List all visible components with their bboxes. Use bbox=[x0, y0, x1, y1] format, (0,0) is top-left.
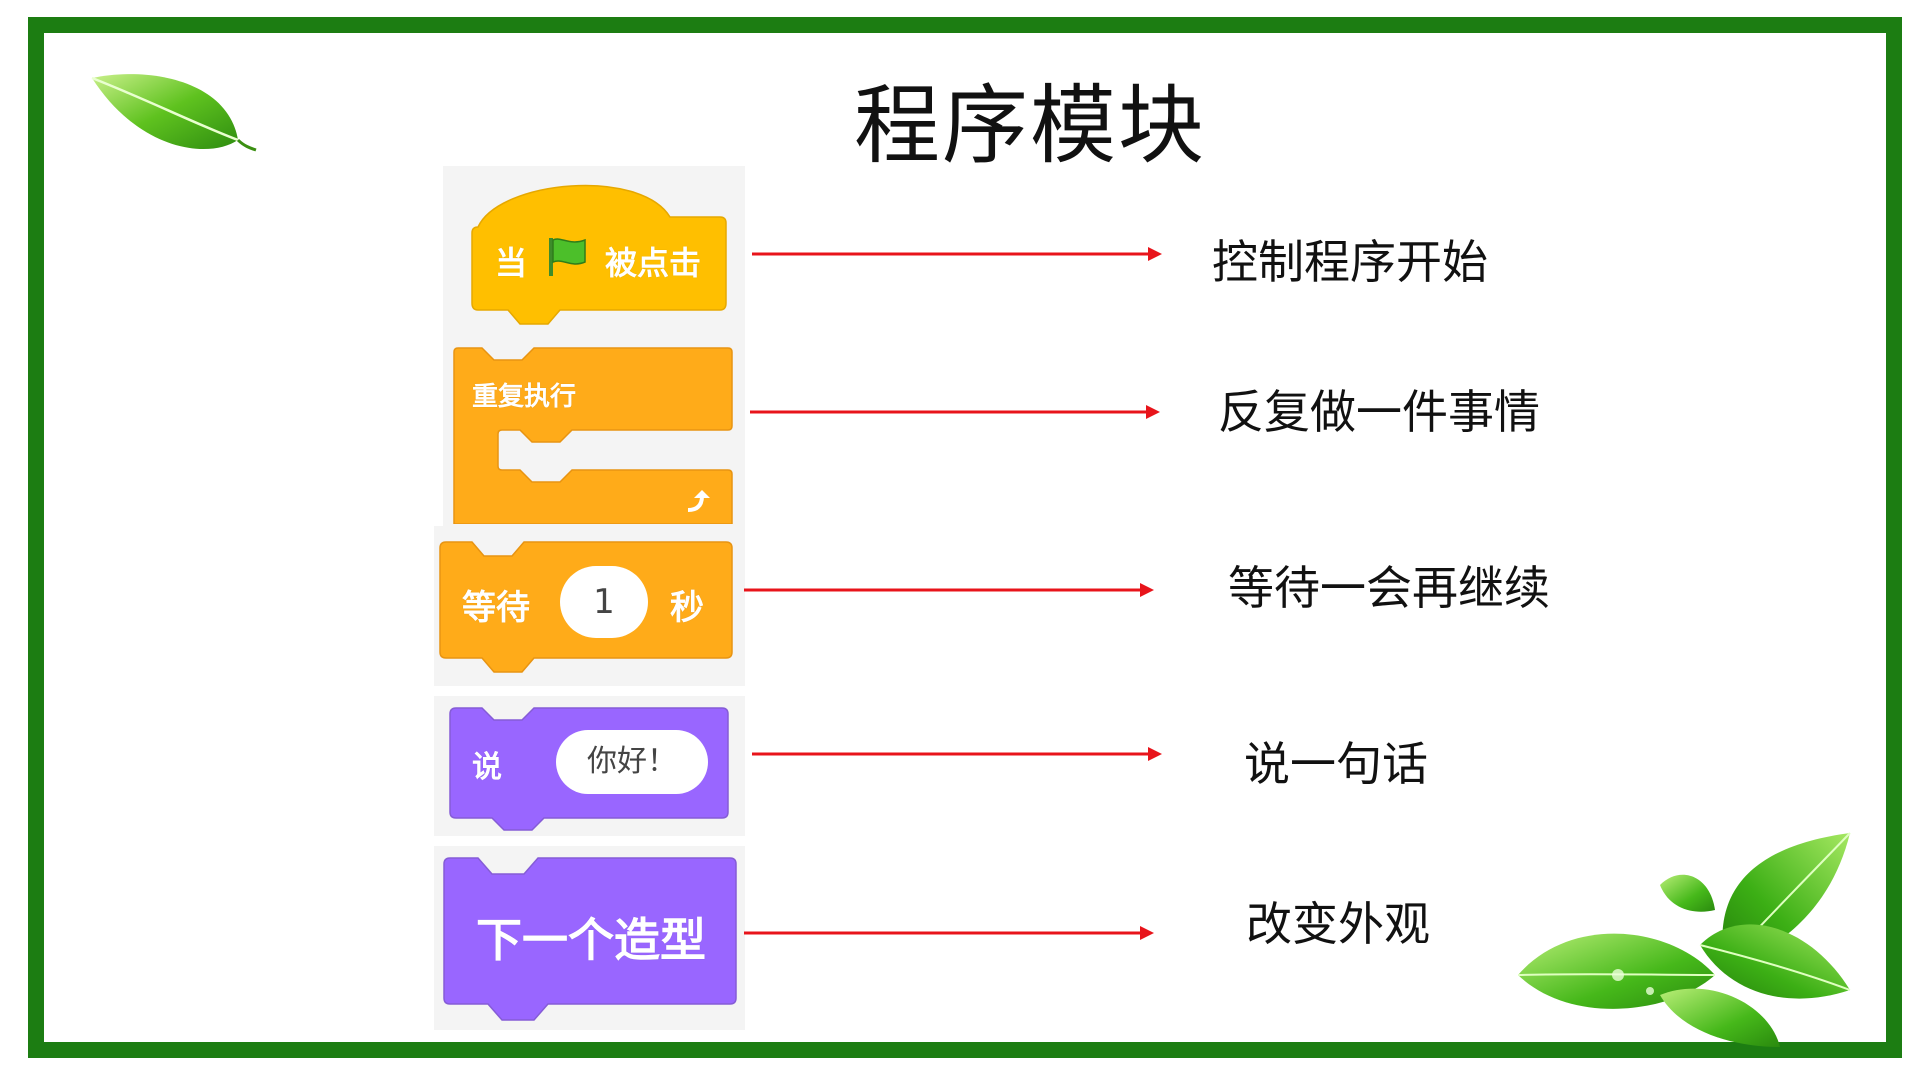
green-flag-icon bbox=[549, 238, 586, 276]
arrow-icon bbox=[750, 405, 1160, 419]
description-text: 控制程序开始 bbox=[1212, 235, 1488, 289]
description-text: 改变外观 bbox=[1246, 897, 1430, 951]
next-costume-block[interactable] bbox=[442, 856, 738, 1026]
forever-block[interactable] bbox=[452, 346, 734, 524]
description-text: 说一句话 bbox=[1244, 737, 1428, 791]
slide-border bbox=[28, 17, 1902, 1058]
block-label: 当 bbox=[495, 244, 528, 282]
block-label: 下一个造型 bbox=[476, 913, 706, 967]
arrow-icon bbox=[752, 247, 1162, 261]
description-text: 等待一会再继续 bbox=[1228, 561, 1550, 615]
block-label: 秒 bbox=[670, 588, 704, 628]
block-label: 被点击 bbox=[605, 244, 702, 282]
arrow-icon bbox=[744, 926, 1154, 940]
leaves-cluster-icon bbox=[1517, 832, 1851, 1047]
block-label: 等待 bbox=[462, 588, 530, 628]
leaf-icon bbox=[91, 74, 257, 152]
arrow-icon bbox=[744, 583, 1154, 597]
slide-title: 程序模块 bbox=[854, 76, 1206, 176]
description-text: 反复做一件事情 bbox=[1218, 385, 1540, 439]
title-container: 程序模块 bbox=[820, 55, 1240, 176]
when-flag-clicked-block[interactable] bbox=[470, 172, 728, 330]
arrow-icon bbox=[752, 747, 1162, 761]
message-input[interactable]: 你好！ bbox=[556, 730, 708, 794]
block-label: 说 bbox=[472, 750, 502, 785]
loop-arrow-icon bbox=[687, 490, 710, 512]
seconds-input[interactable]: 1 bbox=[560, 566, 648, 638]
block-label: 重复执行 bbox=[472, 382, 577, 412]
